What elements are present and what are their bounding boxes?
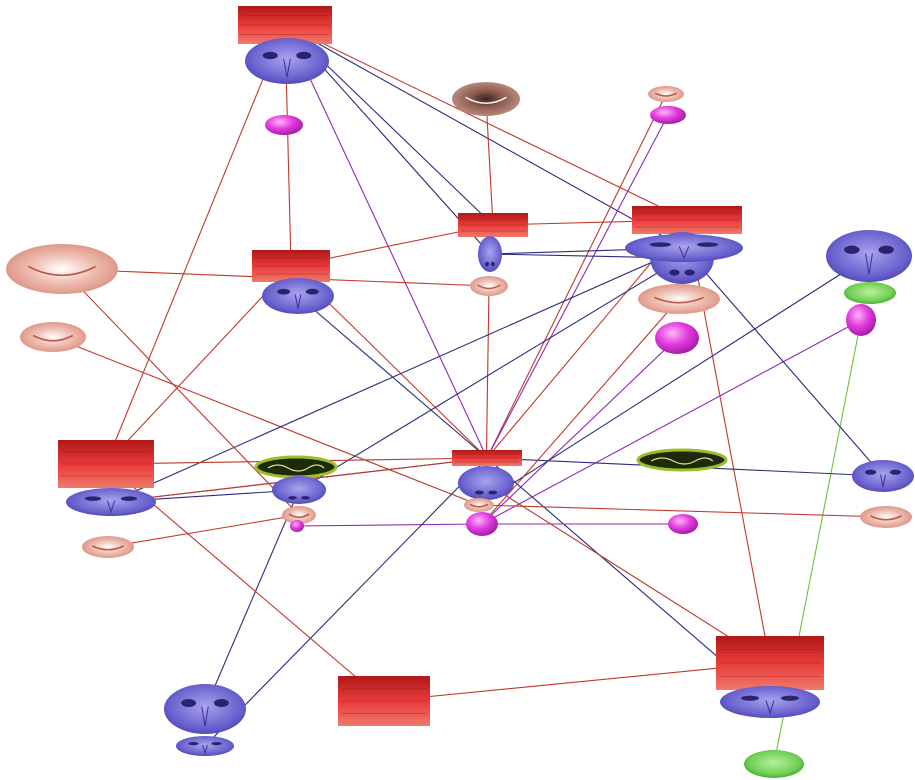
link-p26-p39: [61, 268, 300, 516]
blob-green-part-p17: [844, 282, 896, 304]
mouth-part-p20: [638, 284, 720, 314]
link-p12-p30: [52, 336, 480, 506]
face-part-p19: [826, 230, 912, 282]
link-p27-p31: [296, 523, 483, 527]
mouth-part-p5: [648, 86, 684, 102]
link-p1-p21: [105, 24, 286, 465]
forehead-part-p40: [716, 636, 824, 690]
mouth-part-p39: [6, 244, 118, 294]
mouth-part-p12: [20, 322, 86, 352]
link-p16-p33: [683, 247, 884, 477]
link-p10-p21: [105, 265, 292, 465]
link-p1-p13: [284, 24, 688, 221]
forehead-part-p13: [632, 206, 742, 234]
face-part-p2: [245, 38, 329, 84]
mouth-real-part-p4: [452, 82, 520, 116]
link-p36-p40: [383, 662, 771, 702]
link-p4-p7: [485, 98, 494, 226]
nose-part-p8: [478, 236, 502, 272]
link-p19-p30: [478, 255, 870, 506]
link-p30-p34: [478, 504, 887, 518]
face-part-p22: [66, 488, 156, 516]
link-p23-p26: [107, 514, 300, 548]
forehead-part-p7: [458, 213, 528, 237]
link-p6-p28: [486, 114, 669, 459]
mouth-part-p34: [860, 506, 912, 528]
blob-magenta-part-p27: [290, 520, 304, 532]
link-p15-p31: [481, 337, 678, 525]
face-part-p11: [262, 278, 334, 314]
link-p5-p28: [486, 93, 667, 459]
face-part-p33: [852, 460, 914, 492]
mouth-part-p30: [464, 498, 494, 512]
mouth-part-p23: [82, 536, 134, 558]
forehead-part-p21: [58, 440, 154, 488]
blob-green-part-p42: [744, 750, 804, 778]
face-part-p16: [625, 234, 743, 262]
link-p20-p31: [481, 298, 680, 525]
nose-part-p25: [272, 476, 326, 504]
ellipse-olive-part-p32: [636, 448, 728, 472]
link-p14-p25: [298, 257, 683, 491]
link-p18-p31: [481, 319, 862, 525]
blob-magenta-part-p6: [650, 106, 686, 124]
link-p16-p22: [110, 247, 685, 503]
blob-magenta-part-p31: [466, 512, 498, 536]
face-part-p38: [176, 736, 234, 756]
face-part-p41: [720, 686, 820, 718]
blob-magenta-part-p15: [655, 322, 699, 354]
ellipse-olive-part-p24: [254, 455, 338, 479]
forehead-part-p1: [238, 6, 332, 44]
blob-magenta-part-p3: [265, 115, 303, 135]
blob-magenta-part-p18: [846, 304, 876, 336]
mouth-part-p26: [282, 506, 316, 524]
forehead-part-p28: [452, 450, 522, 466]
blob-magenta-part-p35: [668, 514, 698, 534]
nose-part-p29: [458, 466, 514, 500]
link-p25-p37: [204, 489, 300, 710]
link-p1-p28: [284, 24, 488, 459]
face-part-p37: [164, 684, 246, 734]
link-p28-p38: [204, 457, 488, 747]
forehead-part-p10: [252, 250, 330, 282]
mouth-part-p9: [470, 276, 508, 296]
forehead-part-p36: [338, 676, 430, 726]
part-layer: [6, 6, 914, 778]
link-p29-p40: [485, 482, 771, 664]
